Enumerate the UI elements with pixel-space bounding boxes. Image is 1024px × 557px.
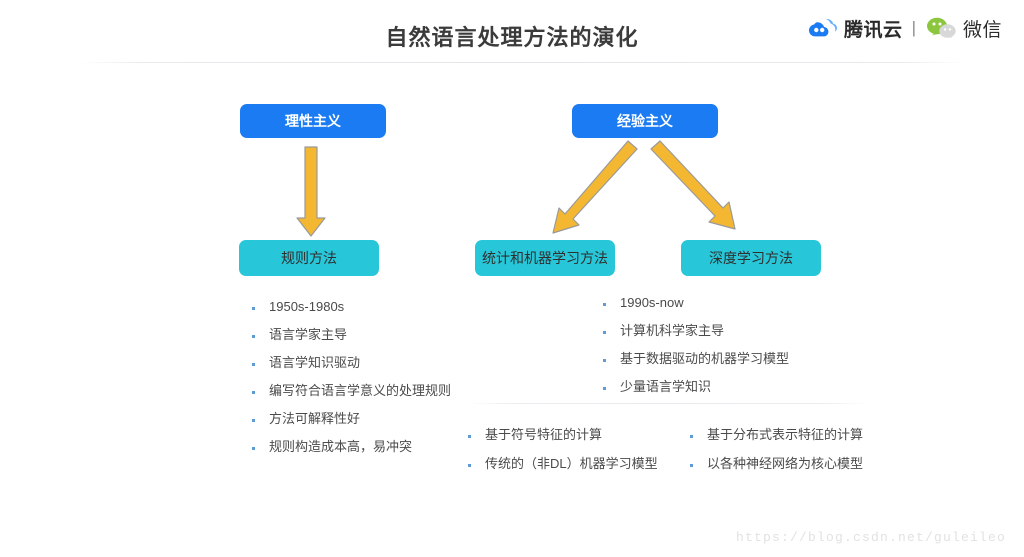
list-item: 少量语言学知识 — [603, 378, 789, 395]
list-item-label: 方法可解释性好 — [269, 410, 361, 426]
list-item: 规则构造成本高，易冲突 — [252, 438, 451, 455]
arrow-empiricism-to-dl — [650, 140, 736, 230]
list-item: 基于数据驱动的机器学习模型 — [603, 350, 790, 367]
list-item-label: 语言学知识驱动 — [269, 354, 361, 370]
list-item-label: 编写符合语言学意义的处理规则 — [269, 382, 452, 398]
node-rationalism[interactable]: 理性主义 — [240, 104, 386, 138]
bullet-dot-icon — [603, 386, 606, 390]
list-item: 方法可解释性好 — [252, 410, 451, 427]
tencent-cloud-logo: 腾讯云 — [808, 15, 903, 42]
bullet-dot-icon — [603, 358, 606, 362]
list-item-label: 以各种神经网络为核心模型 — [707, 455, 864, 471]
arrow-empiricism-to-statml — [552, 140, 638, 234]
list-deep-learning-method: 基于分布式表示特征的计算 以各种神经网络为核心模型 — [690, 427, 864, 486]
list-item: 以各种神经网络为核心模型 — [690, 455, 864, 472]
bullet-dot-icon — [468, 435, 471, 438]
slide-header: 自然语言处理方法的演化 腾讯云 | — [0, 0, 1024, 63]
list-item: 语言学家主导 — [252, 326, 451, 343]
list-item: 1950s-1980s — [252, 299, 451, 315]
list-item: 编写符合语言学意义的处理规则 — [252, 382, 452, 399]
wechat-label: 微信 — [962, 19, 1002, 41]
bullet-dot-icon — [690, 435, 693, 438]
list-item: 传统的（非DL）机器学习模型 — [468, 455, 658, 472]
bullet-dot-icon — [252, 390, 255, 394]
list-rule-method: 1950s-1980s 语言学家主导 语言学知识驱动 编写符合语言学意义的处理规… — [252, 299, 452, 468]
list-item-label: 少量语言学知识 — [620, 378, 712, 394]
list-item-label: 传统的（非DL）机器学习模型 — [485, 455, 658, 471]
list-item: 基于分布式表示特征的计算 — [690, 427, 864, 443]
bullet-dot-icon — [252, 446, 255, 450]
list-item-label: 基于分布式表示特征的计算 — [707, 427, 864, 442]
page-title: 自然语言处理方法的演化 — [385, 25, 639, 50]
list-item-label: 1950s-1980s — [269, 299, 345, 314]
bullet-dot-icon — [252, 334, 255, 338]
bullet-dot-icon — [252, 307, 255, 310]
list-empiricism: 1990s-now 计算机科学家主导 基于数据驱动的机器学习模型 少量语言学知识 — [603, 295, 790, 408]
bullet-dot-icon — [690, 463, 693, 467]
list-statistical-ml-method: 基于符号特征的计算 传统的（非DL）机器学习模型 — [468, 427, 658, 486]
list-item-label: 规则构造成本高，易冲突 — [269, 438, 413, 454]
bullet-dot-icon — [252, 418, 255, 422]
bullet-dot-icon — [603, 330, 606, 334]
tencent-cloud-label: 腾讯云 — [844, 19, 903, 41]
brand-separator: | — [911, 18, 916, 37]
list-item-label: 基于符号特征的计算 — [485, 427, 603, 442]
list-item-label: 语言学家主导 — [269, 326, 348, 342]
bullet-dot-icon — [252, 362, 255, 366]
list-item: 1990s-now — [603, 295, 789, 311]
watermark: https://blog.csdn.net/guleileo — [735, 530, 1006, 545]
tencent-cloud-icon — [808, 17, 838, 39]
header-divider — [78, 62, 966, 63]
bullet-dot-icon — [468, 463, 471, 467]
section-divider — [470, 403, 866, 404]
brand-logos: 腾讯云 | 微信 — [808, 12, 1002, 44]
wechat-logo: 微信 — [925, 15, 1002, 42]
wechat-icon — [925, 16, 957, 40]
list-item-label: 计算机科学家主导 — [620, 322, 725, 338]
list-item-label: 基于数据驱动的机器学习模型 — [620, 350, 790, 366]
list-item: 基于符号特征的计算 — [468, 427, 658, 443]
bullet-dot-icon — [603, 303, 606, 306]
list-item: 语言学知识驱动 — [252, 354, 451, 371]
list-item-label: 1990s-now — [620, 295, 684, 310]
node-statistical-ml-method[interactable]: 统计和机器学习方法 — [475, 240, 615, 276]
arrow-rationalism-to-rule — [296, 146, 326, 237]
node-rule-method[interactable]: 规则方法 — [239, 240, 379, 276]
node-empiricism[interactable]: 经验主义 — [572, 104, 718, 138]
list-item: 计算机科学家主导 — [603, 322, 789, 339]
node-deep-learning-method[interactable]: 深度学习方法 — [681, 240, 821, 276]
